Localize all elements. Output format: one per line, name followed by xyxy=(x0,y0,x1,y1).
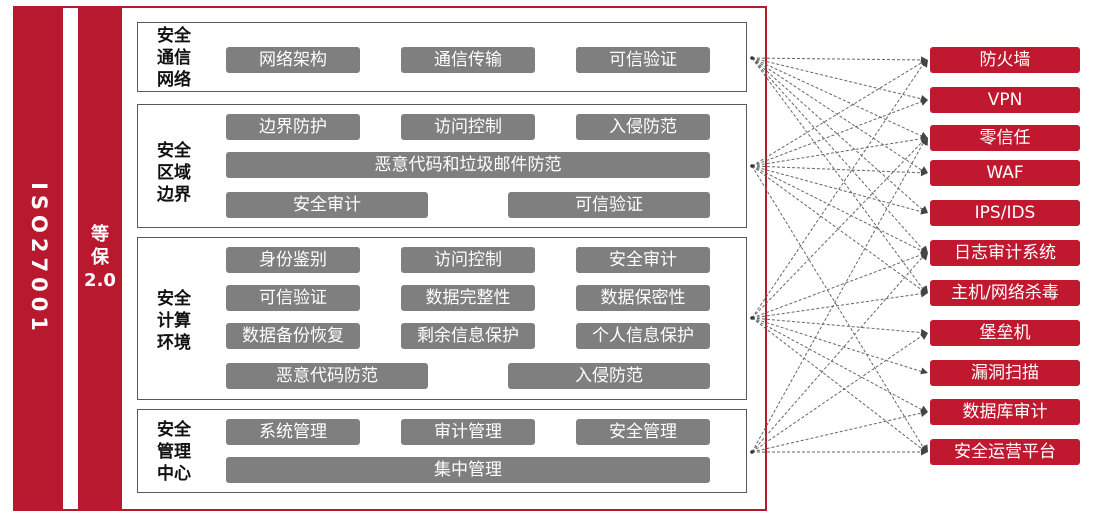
product-ips-ids: IPS/IDS xyxy=(930,200,1080,226)
item-residual-info-protection: 剩余信息保护 xyxy=(401,323,535,349)
connection-arrowhead xyxy=(920,333,928,340)
connection-arrowhead xyxy=(921,448,928,456)
connection-arrowhead xyxy=(920,246,928,253)
item-identity-authentication: 身份鉴别 xyxy=(226,247,360,273)
connection-arrowhead xyxy=(920,405,928,412)
item-trusted-verification: 可信验证 xyxy=(508,192,710,218)
item-malware-spam-prevention: 恶意代码和垃圾邮件防范 xyxy=(226,152,710,178)
item-security-management: 安全管理 xyxy=(576,419,710,445)
item-audit-management: 审计管理 xyxy=(401,419,535,445)
connection-line xyxy=(751,332,927,453)
product-waf: WAF xyxy=(930,160,1080,186)
item-access-control: 访问控制 xyxy=(401,247,535,273)
connection-origin-dot xyxy=(750,316,754,320)
connection-line xyxy=(751,317,927,334)
connection-line xyxy=(751,57,927,101)
connection-line xyxy=(751,57,927,139)
connection-line xyxy=(751,137,927,319)
connection-line xyxy=(751,165,927,453)
item-data-integrity: 数据完整性 xyxy=(401,285,535,311)
section-computing: 安全计算环境 身份鉴别 访问控制 安全审计 可信验证 数据完整性 数据保密性 数… xyxy=(137,237,747,400)
product-firewall: 防火墙 xyxy=(930,47,1080,73)
iso27001-bar: ISO27001 xyxy=(15,8,63,509)
connection-line xyxy=(751,99,927,167)
connection-arrowhead xyxy=(921,60,928,68)
section-management: 安全管理中心 系统管理 审计管理 安全管理 集中管理 xyxy=(137,409,747,493)
connection-arrowhead xyxy=(920,410,928,417)
item-security-audit: 安全审计 xyxy=(576,247,710,273)
item-trusted-verification: 可信验证 xyxy=(226,285,360,311)
connection-line xyxy=(751,165,927,294)
item-security-audit: 安全审计 xyxy=(226,192,428,218)
item-intrusion-prevention: 入侵防范 xyxy=(576,114,710,140)
item-data-backup-recovery: 数据备份恢复 xyxy=(226,323,360,349)
connection-line xyxy=(751,137,927,167)
connection-arrowhead xyxy=(920,367,928,375)
connection-origin-dot xyxy=(750,164,754,168)
product-host-network-antivirus: 主机/网络杀毒 xyxy=(930,280,1080,306)
connection-line xyxy=(751,165,927,254)
connection-arrowhead xyxy=(921,138,928,146)
item-trusted-verification: 可信验证 xyxy=(576,47,710,73)
product-log-audit-system: 日志审计系统 xyxy=(930,240,1080,266)
connection-line xyxy=(751,57,927,254)
section-label: 安全通信网络 xyxy=(157,26,191,90)
connection-line xyxy=(751,292,927,319)
item-communication-transmission: 通信传输 xyxy=(401,47,535,73)
connection-origin-dot xyxy=(750,56,754,60)
item-network-architecture: 网络架构 xyxy=(226,47,360,73)
product-bastion-host: 堡垒机 xyxy=(930,320,1080,346)
connection-line xyxy=(751,252,927,319)
product-security-operations-platform: 安全运营平台 xyxy=(930,439,1080,465)
connection-line xyxy=(751,317,927,453)
product-vpn: VPN xyxy=(930,87,1080,113)
item-malware-prevention: 恶意代码防范 xyxy=(226,363,428,389)
connection-line xyxy=(751,252,927,453)
connection-line xyxy=(751,59,927,167)
product-vulnerability-scanning: 漏洞扫描 xyxy=(930,360,1080,386)
connection-arrowhead xyxy=(920,169,928,177)
item-data-confidentiality: 数据保密性 xyxy=(576,285,710,311)
item-boundary-protection: 边界防护 xyxy=(226,114,360,140)
section-label: 安全区域边界 xyxy=(157,141,191,205)
section-boundary: 安全区域边界 边界防护 访问控制 入侵防范 恶意代码和垃圾邮件防范 安全审计 可… xyxy=(137,104,747,228)
section-network: 安全通信网络 网络架构 通信传输 可信验证 xyxy=(137,22,747,92)
connection-line xyxy=(751,59,927,319)
connection-line xyxy=(751,57,927,294)
connection-line xyxy=(751,317,927,413)
item-personal-info-protection: 个人信息保护 xyxy=(576,323,710,349)
connection-line xyxy=(751,57,927,61)
framework-frame xyxy=(13,6,767,511)
product-zero-trust: 零信任 xyxy=(930,125,1080,151)
connection-arrowhead xyxy=(920,253,928,261)
connection-line xyxy=(751,165,927,174)
product-database-audit: 数据库审计 xyxy=(930,399,1080,425)
connection-line xyxy=(751,317,927,374)
item-system-management: 系统管理 xyxy=(226,419,360,445)
item-centralized-management: 集中管理 xyxy=(226,457,710,483)
item-access-control: 访问控制 xyxy=(401,114,535,140)
connection-arrowhead xyxy=(920,290,928,298)
section-label: 安全计算环境 xyxy=(157,289,191,353)
connection-origin-dot xyxy=(750,450,754,454)
item-intrusion-prevention: 入侵防范 xyxy=(508,363,710,389)
connection-arrowhead xyxy=(920,207,928,215)
section-label: 安全管理中心 xyxy=(157,420,191,484)
connection-line xyxy=(751,57,927,214)
connection-arrowhead xyxy=(920,99,928,106)
